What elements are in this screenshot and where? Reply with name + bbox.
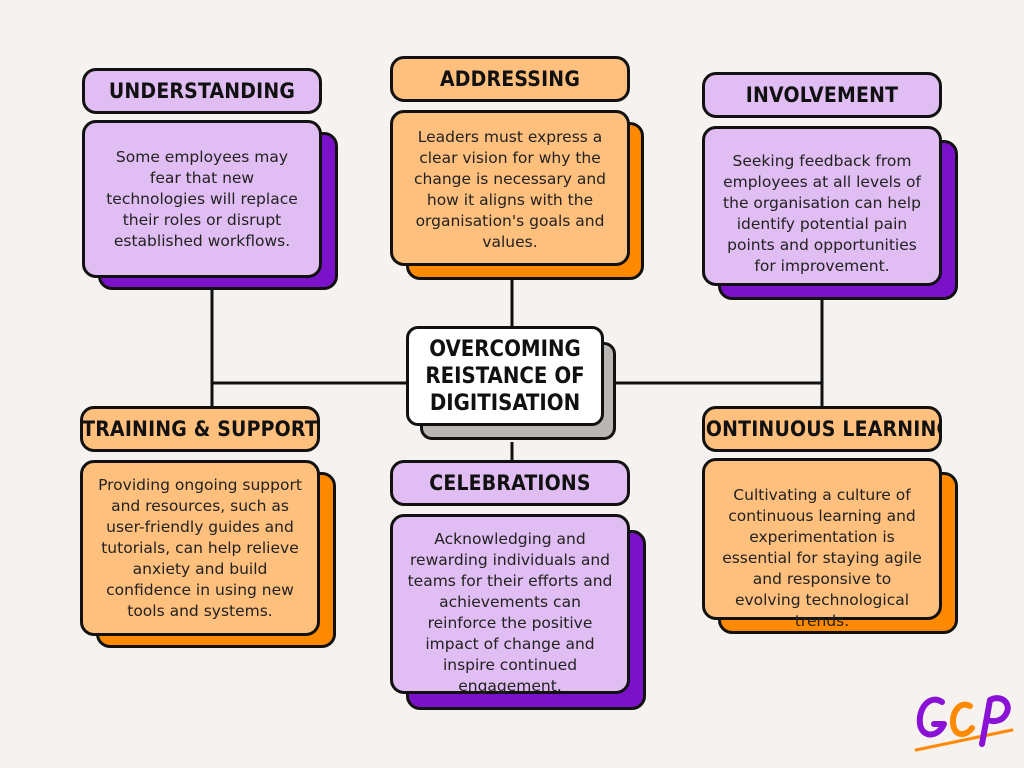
training-text: Providing ongoing support and resources,…: [98, 476, 302, 620]
understanding-text: Some employees may fear that new technol…: [106, 148, 298, 250]
addressing-text: Leaders must express a clear vision for …: [414, 128, 606, 251]
gcp-logo: [914, 695, 1014, 752]
training-card: Providing ongoing support and resources,…: [80, 460, 320, 636]
training-title: TRAINING & SUPPORT: [80, 406, 320, 452]
celebrations-text: Acknowledging and rewarding individuals …: [407, 530, 613, 695]
addressing-card: Leaders must express a clear vision for …: [390, 110, 630, 266]
addressing-title: ADDRESSING: [390, 56, 630, 102]
continuous-text: Cultivating a culture of continuous lear…: [722, 486, 922, 630]
continuous-title: CONTINUOUS LEARNING: [702, 406, 942, 452]
involvement-text: Seeking feedback from employees at all l…: [723, 152, 921, 275]
involvement-title: INVOLVEMENT: [702, 72, 942, 118]
understanding-card: Some employees may fear that new technol…: [82, 120, 322, 278]
involvement-card: Seeking feedback from employees at all l…: [702, 126, 942, 286]
understanding-title: UNDERSTANDING: [82, 68, 322, 114]
continuous-card: Cultivating a culture of continuous lear…: [702, 458, 942, 630]
celebrations-card: Acknowledging and rewarding individuals …: [390, 514, 630, 695]
celebrations-title: CELEBRATIONS: [390, 460, 630, 506]
center-title: OVERCOMING REISTANCE OF DIGITISATION: [406, 326, 604, 426]
